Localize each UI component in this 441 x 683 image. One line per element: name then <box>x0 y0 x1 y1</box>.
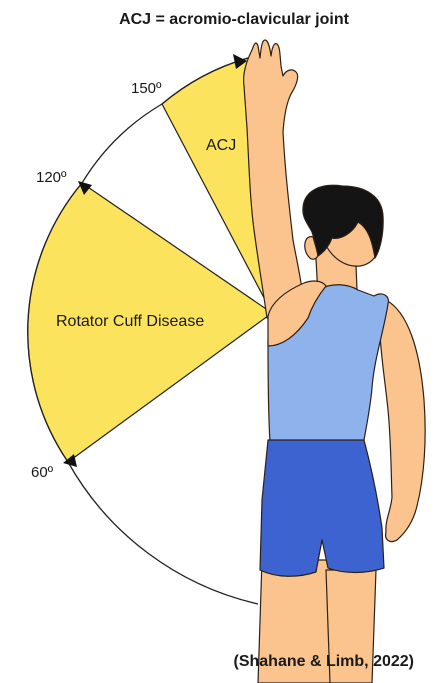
ear <box>304 236 319 260</box>
arrowhead-icon <box>78 181 92 195</box>
shoulder <box>267 280 327 347</box>
hair <box>302 184 384 259</box>
angle-label-150: 150º <box>131 80 162 97</box>
citation: (Shahane & Limb, 2022) <box>234 653 415 670</box>
arrowhead-icon <box>233 54 247 69</box>
man-figure <box>243 39 426 683</box>
right-arm <box>379 299 426 543</box>
angle-label-60: 60º <box>31 464 54 481</box>
arrowhead-icon <box>63 454 77 467</box>
shorts <box>259 439 385 577</box>
rotator-cuff-label: Rotator Cuff Disease <box>56 313 204 330</box>
acj-label: ACJ <box>206 137 236 154</box>
angle-label-120: 120º <box>36 169 67 186</box>
diagram-title: ACJ = acromio-clavicular joint <box>119 11 350 28</box>
raised-arm <box>243 39 305 321</box>
range-of-motion-arc <box>27 57 259 605</box>
